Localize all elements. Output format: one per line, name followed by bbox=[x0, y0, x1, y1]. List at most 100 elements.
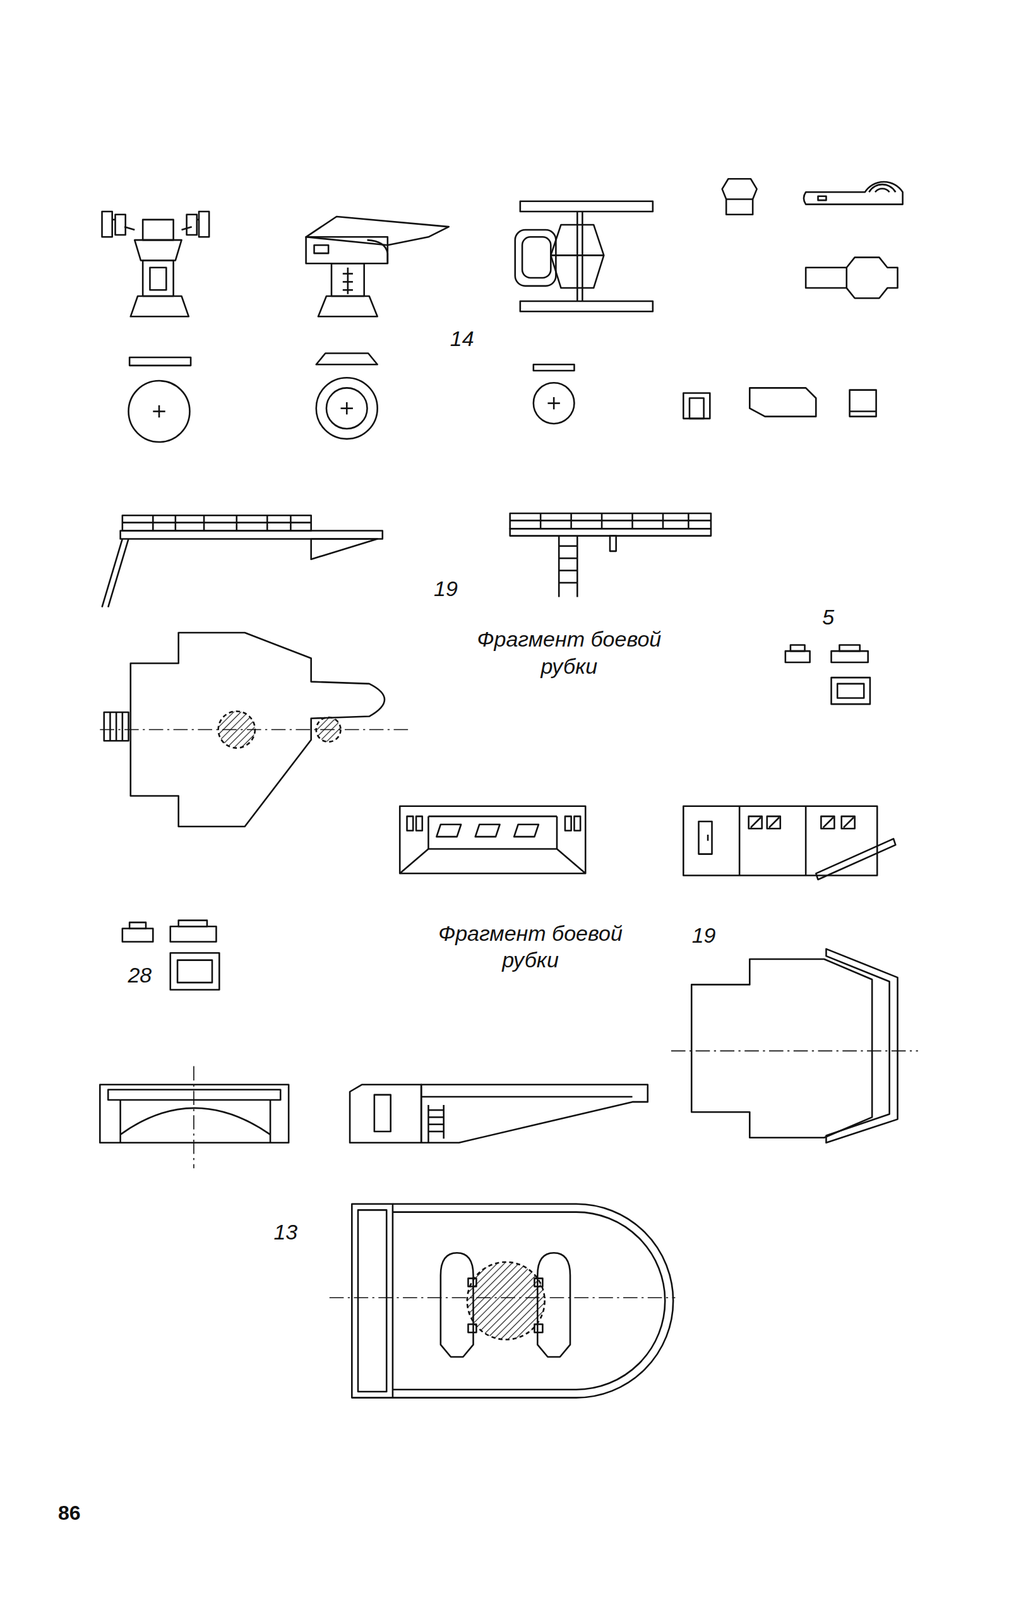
drawing-stroke bbox=[235, 515, 238, 531]
drawing-stroke bbox=[738, 806, 741, 876]
small-details bbox=[785, 644, 871, 705]
callout-number: 19 bbox=[692, 921, 717, 950]
drawing-stroke bbox=[831, 677, 871, 705]
drawing-stroke bbox=[120, 531, 383, 540]
drawing-stroke bbox=[331, 263, 365, 297]
drawing-stroke bbox=[428, 1123, 444, 1126]
drawing-stroke bbox=[115, 214, 126, 235]
drawing-stroke bbox=[428, 815, 557, 818]
drawing-stroke bbox=[311, 538, 378, 559]
drawing-stroke bbox=[510, 528, 711, 536]
drawing-stroke bbox=[186, 214, 198, 235]
drawing-stroke bbox=[122, 928, 153, 943]
callout-number: 5 bbox=[822, 603, 835, 631]
drawing-stroke bbox=[513, 824, 539, 837]
drawing-stroke bbox=[520, 201, 653, 212]
drawing-stroke bbox=[170, 952, 220, 990]
drawing-stroke bbox=[358, 1209, 387, 1392]
drawing-stroke bbox=[346, 402, 348, 415]
drawing-stroke bbox=[558, 536, 561, 598]
drawing-stroke bbox=[803, 181, 903, 205]
drawing-stroke bbox=[556, 816, 559, 850]
callout-number: 13 bbox=[273, 1218, 298, 1246]
drawing-stroke bbox=[467, 1324, 477, 1333]
drawing-stroke bbox=[707, 834, 710, 842]
drawing-stroke bbox=[550, 254, 604, 257]
drawing-stroke bbox=[558, 569, 578, 572]
drawing-stroke bbox=[534, 1278, 543, 1287]
drawing-stroke bbox=[109, 712, 112, 741]
drawing-stroke bbox=[601, 513, 604, 529]
drawing-stroke bbox=[306, 216, 449, 245]
small-details bbox=[722, 178, 903, 299]
callout-number: 14 bbox=[450, 325, 475, 353]
drawing-stroke bbox=[428, 1109, 444, 1112]
bridge-plan bbox=[671, 949, 919, 1143]
drawing-stroke bbox=[342, 280, 353, 283]
drawing-stroke bbox=[342, 289, 353, 292]
drawing-stroke bbox=[609, 536, 617, 552]
drawing-stroke bbox=[134, 239, 182, 261]
drawing-stroke bbox=[121, 712, 124, 741]
drawing-stroke bbox=[436, 824, 461, 837]
drawing-stroke bbox=[193, 1066, 195, 1169]
drawing-stroke bbox=[130, 296, 189, 317]
drawing-stroke bbox=[839, 644, 860, 651]
drawing-stroke bbox=[683, 392, 710, 418]
drawing-stroke bbox=[120, 1108, 271, 1135]
drawing-stroke bbox=[533, 364, 575, 371]
drawing-stroke bbox=[142, 260, 174, 297]
drawing-stroke bbox=[428, 1116, 444, 1119]
drawing-stroke bbox=[820, 816, 835, 829]
drawing-stroke bbox=[112, 219, 116, 221]
drawing-stroke bbox=[122, 515, 312, 531]
platform-side bbox=[102, 515, 383, 607]
drawing-stroke bbox=[790, 644, 806, 651]
drawing-stroke bbox=[671, 1050, 919, 1052]
drawing-stroke bbox=[142, 219, 174, 240]
drawing-stroke bbox=[841, 816, 855, 829]
drawing-stroke bbox=[843, 817, 854, 828]
drawing-stroke bbox=[149, 267, 167, 291]
drawing-stroke bbox=[726, 198, 753, 201]
drawing-stroke bbox=[421, 1084, 648, 1143]
callout-number: 19 bbox=[433, 575, 458, 603]
drawing-stroke bbox=[818, 196, 827, 201]
drawing-stroke bbox=[515, 229, 557, 287]
drawing-stroke bbox=[537, 1252, 571, 1357]
drawing-stroke bbox=[416, 816, 423, 831]
drawing-stroke bbox=[845, 267, 848, 288]
drawing-stroke bbox=[374, 1094, 391, 1132]
drawing-stroke bbox=[392, 1212, 665, 1390]
drawing-stroke bbox=[102, 211, 113, 237]
drawing-stroke bbox=[849, 390, 877, 417]
drawing-stroke bbox=[570, 513, 573, 529]
drawing-stroke bbox=[849, 410, 877, 413]
drawing-stroke bbox=[178, 920, 208, 927]
drawing-stroke bbox=[534, 1324, 543, 1333]
drawing-stroke bbox=[367, 239, 388, 264]
drawing-stroke bbox=[158, 405, 161, 418]
drawing-stroke bbox=[428, 1130, 444, 1133]
drawing-stroke bbox=[631, 513, 634, 529]
drawing-stroke bbox=[868, 184, 896, 192]
drawing-stroke bbox=[99, 178, 919, 1398]
drawing-stroke bbox=[510, 513, 711, 529]
drawing-stroke bbox=[152, 515, 155, 531]
drawing-stroke bbox=[573, 816, 581, 831]
drawing-stroke bbox=[102, 538, 123, 607]
drawing-stroke bbox=[823, 817, 834, 828]
bridge-side bbox=[683, 806, 896, 880]
drawing-stroke bbox=[533, 382, 575, 424]
drawing-stroke bbox=[177, 960, 213, 984]
drawing-stroke bbox=[170, 926, 217, 942]
drawing-stroke bbox=[558, 544, 578, 547]
drawing-stroke bbox=[815, 838, 896, 880]
drawing-stroke bbox=[349, 1084, 422, 1143]
drawing-stroke bbox=[427, 1104, 430, 1143]
drawing-stroke bbox=[122, 521, 312, 524]
drawing-stroke bbox=[399, 849, 586, 874]
drawing-stroke bbox=[805, 257, 898, 299]
drawing-stroke bbox=[427, 816, 430, 850]
